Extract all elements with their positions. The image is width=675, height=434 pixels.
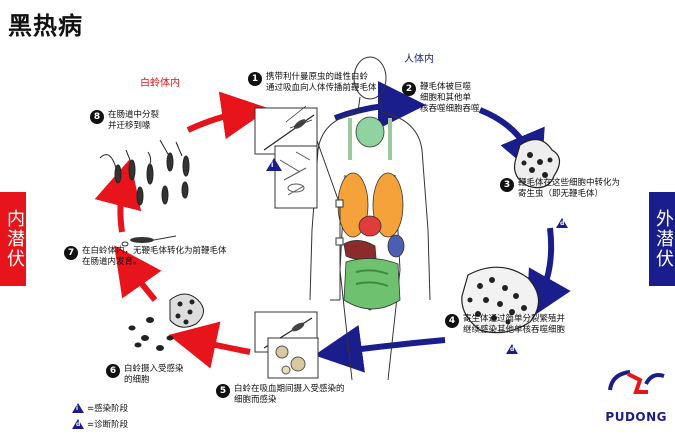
- step-text: 鞭毛体在这些细胞中转化为 寄生虫（即无鞭毛体）: [518, 178, 621, 199]
- legend-diagnostic: d =诊断阶段: [72, 418, 128, 430]
- side-label-right: 外潜伏期: [629, 192, 675, 286]
- step-4: 4 寄生体通过简单分裂繁殖并 继续感染其他单核吞噬细胞: [445, 314, 565, 336]
- promastigotes-8: [99, 139, 190, 206]
- legend-infective: i =感染阶段: [72, 402, 128, 414]
- step-number: 2: [402, 82, 416, 96]
- step-number: 7: [64, 246, 78, 260]
- side-label-left: 内潜伏期: [0, 192, 26, 286]
- step-2: 2 鞭毛体被巨噬 细胞和其他单 核吞噬细胞吞噬: [402, 82, 480, 115]
- step-1: 1 携带利什曼原虫的雌性白蛉 通过吸血向人体传播前鞭毛体: [248, 72, 377, 94]
- arrow-8-to-1: [186, 91, 270, 140]
- step-text: 白蛉在吸血期间摄入受感染的 细胞而感染: [234, 384, 345, 405]
- organs: [337, 116, 405, 310]
- diagnostic-stage-marker-3: d: [556, 218, 568, 228]
- step-text: 在肠道中分裂 并迁移到喙: [108, 110, 160, 131]
- logo: PUDONG: [605, 410, 667, 424]
- arrow-6-to-7: [114, 245, 162, 302]
- arrow-7-to-8: [94, 158, 142, 233]
- legend-infective-text: =感染阶段: [87, 404, 129, 414]
- step-text: 携带利什曼原虫的雌性白蛉 通过吸血向人体传播前鞭毛体: [266, 72, 377, 93]
- logo-text: PUDONG: [605, 410, 667, 424]
- ingested-cells-6: [128, 293, 204, 351]
- legend-diagnostic-text: =诊断阶段: [87, 420, 129, 430]
- infective-stage-marker: i: [266, 158, 282, 171]
- step-6: 6 白蛉摄入受感染 的细胞: [106, 364, 184, 386]
- diagnostic-triangle-icon: d: [72, 419, 84, 429]
- panel-bite: [254, 105, 318, 209]
- region-human-label: 人体内: [404, 54, 434, 65]
- arrow-1-to-2: [333, 81, 426, 130]
- step-number: 1: [248, 72, 262, 86]
- step-number: 3: [500, 178, 514, 192]
- pointer-lines: [314, 134, 341, 301]
- step-text: 在白蛉体内，无鞭毛体转化为前鞭毛体 在肠道内发育。: [82, 246, 227, 267]
- step-text: 寄生体通过简单分裂繁殖并 继续感染其他单核吞噬细胞: [463, 314, 566, 335]
- step-number: 6: [106, 364, 120, 378]
- arrow-5-to-6: [168, 321, 251, 369]
- step-5: 5 白蛉在吸血期间摄入受感染的 细胞而感染: [216, 384, 345, 406]
- step-8: 8 在肠道中分裂 并迁移到喙: [90, 110, 159, 132]
- infective-triangle-icon: i: [72, 403, 84, 413]
- step-number: 4: [445, 314, 459, 328]
- region-sandfly-label: 白蛉体内: [140, 78, 180, 89]
- step-number: 8: [90, 110, 104, 124]
- arrow-3-to-4: [526, 227, 571, 321]
- step-number: 5: [216, 384, 230, 398]
- macrophage-2: [513, 139, 561, 189]
- diagnostic-stage-marker-4: d: [506, 344, 518, 354]
- step-text: 白蛉摄入受感染 的细胞: [124, 364, 184, 385]
- step-3: 3 鞭毛体在这些细胞中转化为 寄生虫（即无鞭毛体）: [500, 178, 620, 200]
- promastigote-form-7: [121, 235, 177, 247]
- step-text: 鞭毛体被巨噬 细胞和其他单 核吞噬细胞吞噬: [420, 82, 480, 114]
- step-7: 7 在白蛉体内，无鞭毛体转化为前鞭毛体 在肠道内发育。: [64, 246, 227, 268]
- page-title: 黑热病: [8, 12, 83, 40]
- infected-cell-4: [461, 266, 540, 334]
- panel-feeding: [254, 311, 319, 379]
- logo-graphic: [608, 370, 665, 394]
